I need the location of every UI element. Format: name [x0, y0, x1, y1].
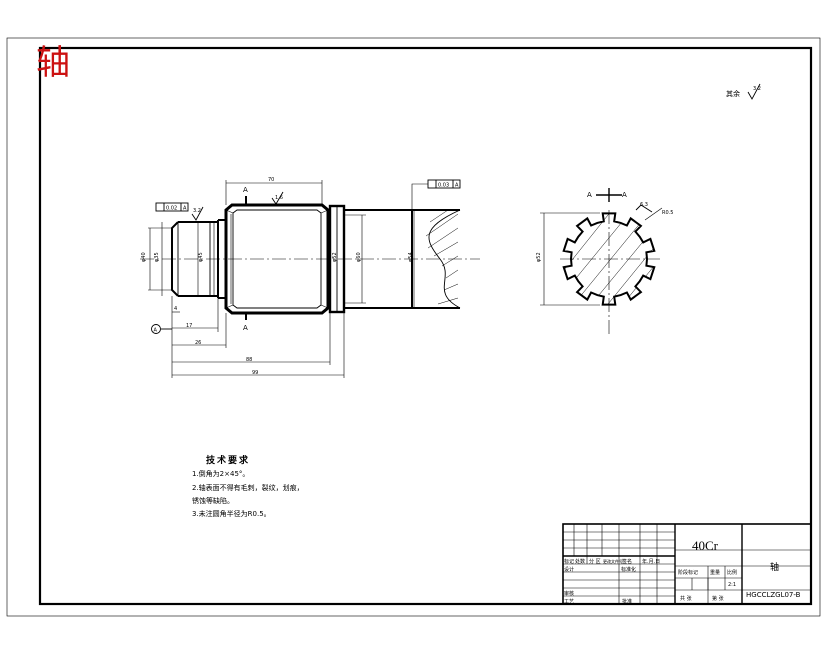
svg-text:标记: 标记	[564, 558, 574, 565]
svg-text:0.03: 0.03	[438, 183, 449, 189]
svg-text:26: 26	[195, 340, 201, 346]
svg-text:17: 17	[186, 323, 192, 329]
shaft-main-view: A A 3.2 1.6 0.02 A 0.03 A A	[140, 177, 480, 378]
svg-text:6.3: 6.3	[640, 202, 648, 208]
svg-text:A: A	[154, 328, 158, 334]
svg-text:设计: 设计	[564, 566, 574, 573]
break-line	[428, 209, 461, 309]
tech-req-item-4: 3.未注圆角半径为R0.5。	[192, 509, 271, 518]
svg-text:A: A	[455, 183, 459, 189]
svg-text:处数: 处数	[575, 558, 585, 565]
svg-text:共 张: 共 张	[680, 595, 692, 602]
svg-text:比例: 比例	[727, 569, 737, 576]
svg-text:0.02: 0.02	[166, 206, 177, 212]
datum-marker: A	[151, 324, 172, 334]
scale-value: 2:1	[728, 582, 736, 588]
svg-text:A: A	[183, 206, 187, 212]
svg-text:φ40: φ40	[141, 252, 147, 262]
title-block: 标记 处数 分 区 更改文件号 签名 年.月.日 设计 标准化 审核 工艺 批准…	[562, 523, 812, 605]
svg-text:重量: 重量	[710, 569, 720, 576]
section-cut-markers: A A	[243, 186, 248, 332]
sheet-trim-border	[6, 37, 821, 617]
tech-req-item-3: 锈蚀等缺陷。	[192, 496, 234, 505]
diameter-dimensions	[148, 210, 415, 308]
spline-section-view: A A φ52 6.3 R0.5	[536, 188, 673, 335]
svg-text:φ60: φ60	[356, 252, 362, 262]
part-name-label: 轴	[770, 561, 779, 573]
material-label: 40Cr	[692, 538, 719, 553]
svg-text:签名: 签名	[622, 558, 632, 565]
spline-od-dimension	[540, 212, 600, 306]
tech-req-title: 技术要求	[206, 454, 250, 466]
svg-text:φ52: φ52	[536, 252, 542, 262]
svg-text:更改文件号: 更改文件号	[603, 558, 623, 564]
drawing-number: HGCCLZGL07-B	[746, 591, 801, 599]
svg-text:批准: 批准	[622, 598, 632, 605]
roughness-symbol-icon	[747, 83, 761, 100]
svg-text:年.月.日: 年.月.日	[642, 558, 660, 565]
svg-text:φ45: φ45	[198, 252, 204, 262]
tech-req-item-2: 2.轴表面不得有毛刺，裂纹，划痕，	[192, 483, 304, 492]
general-roughness-note: 其余 3.2	[726, 83, 761, 100]
section-label-top: A	[243, 186, 248, 194]
svg-text:70: 70	[268, 177, 274, 183]
tolerance-frame-right: 0.03 A	[411, 179, 461, 210]
svg-text:99: 99	[252, 370, 258, 376]
roughness-spline-icon	[635, 204, 653, 213]
svg-text:R0.5: R0.5	[662, 210, 673, 216]
section-label-right: A	[622, 191, 627, 199]
svg-text:阶段标记: 阶段标记	[678, 569, 698, 576]
roughness-note-value: 3.2	[753, 86, 761, 92]
section-label-bottom: A	[243, 324, 248, 332]
svg-text:第 张: 第 张	[712, 595, 724, 602]
svg-text:1.6: 1.6	[275, 195, 283, 201]
spline-hatching	[563, 213, 655, 305]
tech-req-item-1: 1.倒角为2×45°。	[192, 469, 249, 478]
svg-text:分 区: 分 区	[589, 558, 601, 565]
roughness-shoulder-icon	[191, 206, 204, 221]
technical-requirements: 技术要求 1.倒角为2×45°。 2.轴表面不得有毛刺，裂纹，划痕， 锈蚀等缺陷…	[192, 454, 304, 518]
svg-text:3.2: 3.2	[193, 208, 201, 214]
roughness-body-icon	[271, 191, 284, 205]
length-dimensions	[171, 180, 345, 378]
break-hatching	[425, 209, 459, 305]
svg-text:φ54: φ54	[408, 252, 414, 262]
drawing-frame	[38, 46, 813, 606]
part-stamp: 轴	[36, 43, 70, 83]
svg-text:4: 4	[174, 306, 177, 312]
svg-text:审核: 审核	[564, 590, 574, 597]
svg-text:88: 88	[246, 357, 252, 363]
tolerance-frame-left: 0.02 A	[155, 202, 189, 212]
svg-text:工艺: 工艺	[564, 599, 574, 605]
end-chamfer	[171, 221, 179, 297]
svg-text:标准化: 标准化	[621, 566, 636, 573]
roughness-note-label: 其余	[726, 89, 740, 98]
section-label-left: A	[587, 191, 592, 199]
svg-text:φ35: φ35	[154, 252, 160, 262]
svg-text:φ52: φ52	[332, 252, 338, 262]
